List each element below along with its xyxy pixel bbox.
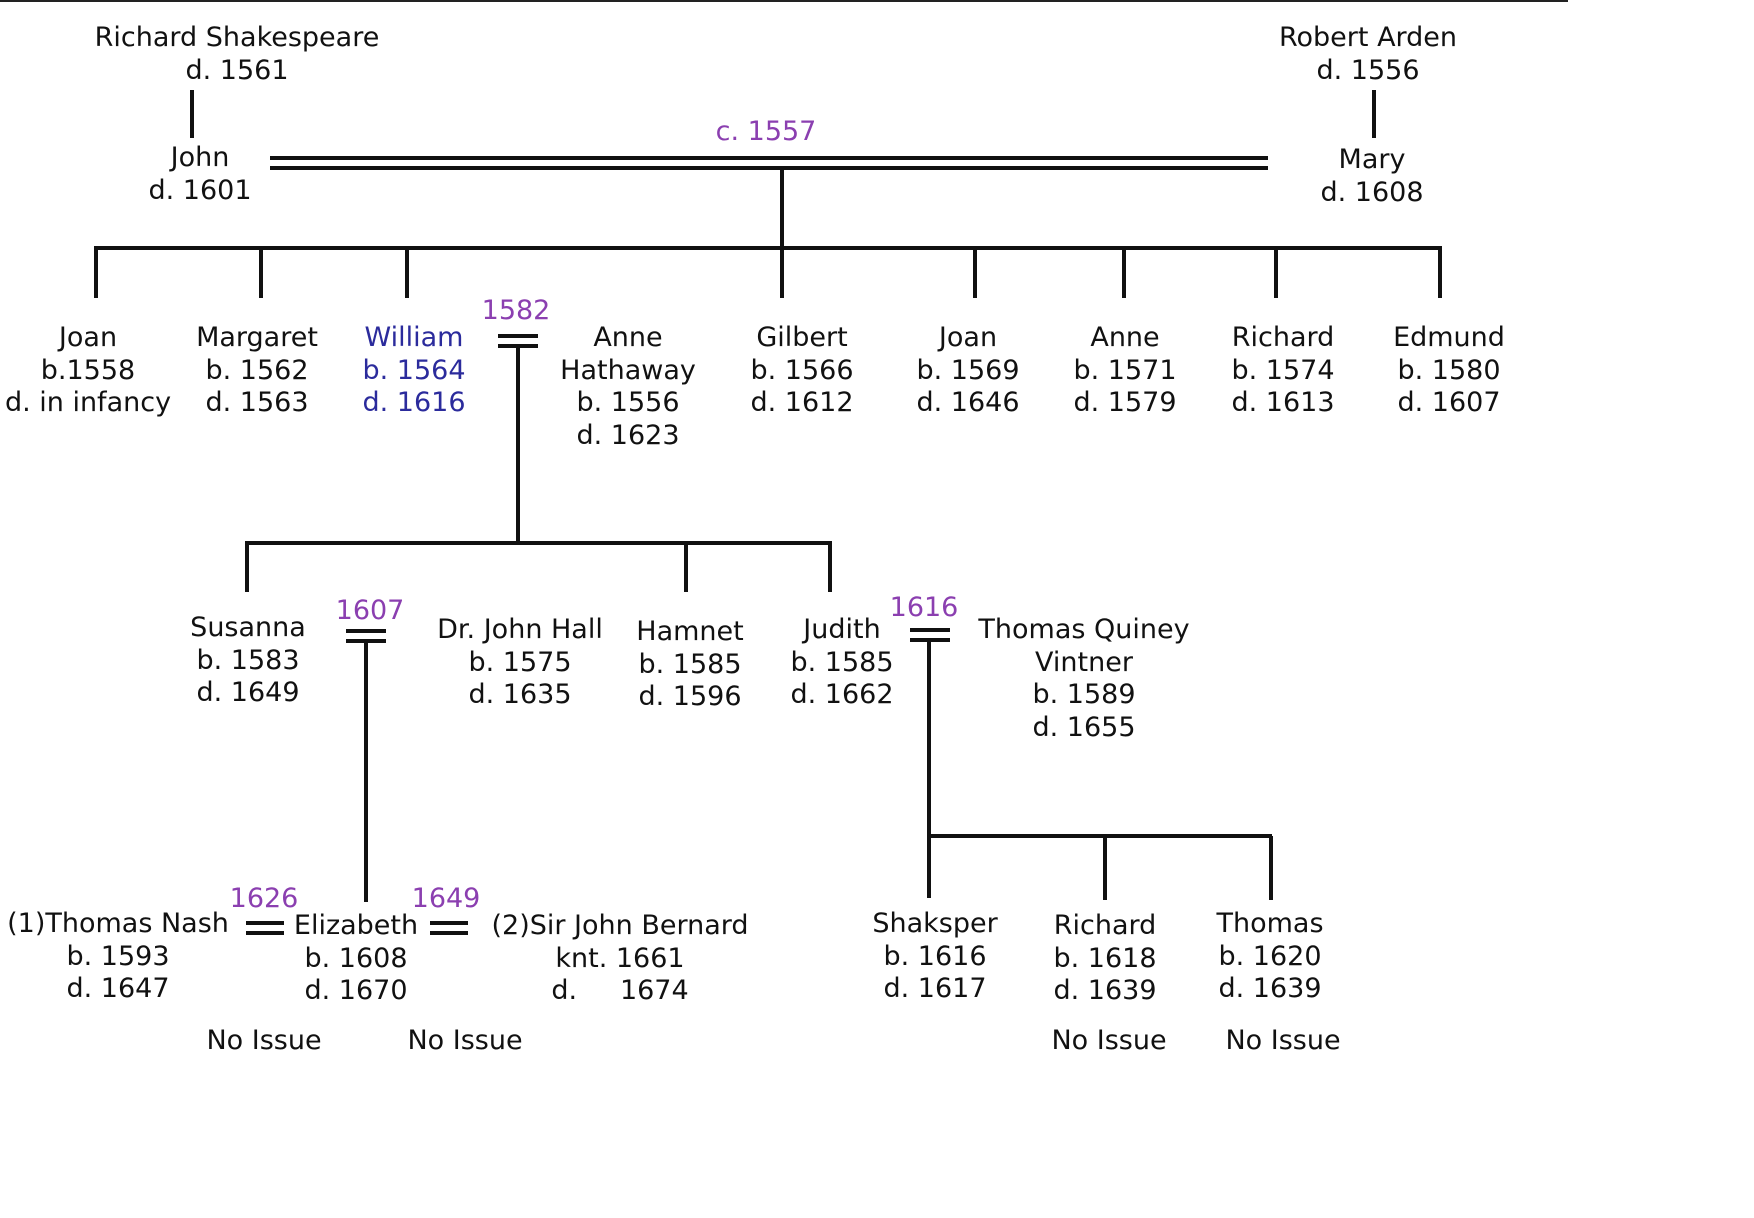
marriage-year-nash-elizabeth: 1626: [229, 883, 299, 914]
no-issue-note: No Issue: [407, 1025, 523, 1056]
marriage-year-judith-quiney: 1616: [889, 592, 959, 623]
tree-connectors: [94, 90, 1442, 935]
marriage-year-william-anne: 1582: [481, 295, 551, 326]
page-margin: [0, 1090, 1754, 1218]
marriage-year-john-mary: c. 1557: [715, 116, 817, 147]
no-issue-note: No Issue: [1051, 1025, 1167, 1056]
no-issue-note: No Issue: [206, 1025, 322, 1056]
marriage-year-elizabeth-bernard: 1649: [411, 883, 481, 914]
no-issue-note: No Issue: [1225, 1025, 1341, 1056]
marriage-year-susanna-hall: 1607: [335, 595, 405, 626]
